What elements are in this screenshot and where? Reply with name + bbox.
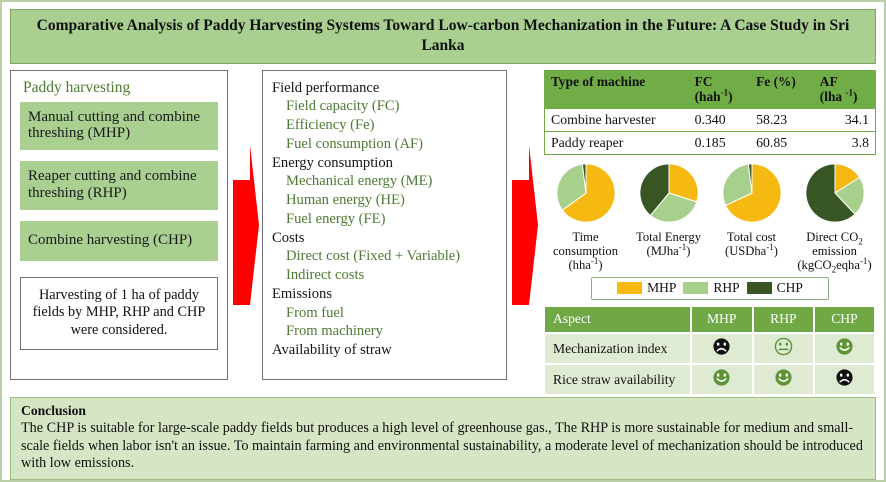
- legend-swatch-mhp: [617, 282, 643, 294]
- cell-rating-mhp: [690, 332, 754, 364]
- pie-caption: Total cost (USDha-1): [725, 230, 778, 259]
- table-row: Rice straw availability: [544, 363, 877, 395]
- group-item-fuel-energy: Fuel energy (FE): [286, 210, 386, 227]
- happy-face-green-icon: [774, 368, 793, 391]
- group-item-from-machinery: From machinery: [286, 323, 383, 340]
- pie-caption: Time consumption (hha-1): [552, 230, 619, 273]
- left-panel: Paddy harvesting Manual cutting and comb…: [10, 69, 228, 380]
- scope-note: Harvesting of 1 ha of paddy fields by MH…: [20, 276, 218, 350]
- group-title-energy-consumption: Energy consumption: [272, 154, 393, 171]
- option-rhp: Reaper cutting and combine threshing (RH…: [20, 161, 218, 210]
- aspect-table-header-row: Aspect MHP RHP CHP: [544, 306, 877, 333]
- cell-rating-chp: [813, 332, 877, 364]
- cell-fe: 58.23: [750, 108, 814, 132]
- cell-af: 3.8: [813, 131, 876, 155]
- cell-machine-name: Combine harvester: [544, 108, 689, 132]
- pie-chart-group: Time consumption (hha-1) Total Energy (M…: [546, 162, 874, 275]
- group-item-direct-cost: Direct cost (Fixed + Variable): [286, 248, 461, 265]
- legend-swatch-rhp: [683, 282, 709, 294]
- middle-panel: Field performance Field capacity (FC) Ef…: [262, 69, 507, 380]
- group-title-field-performance: Field performance: [272, 79, 380, 96]
- pie-direct-co2-emission: Direct CO2 emission (kgCO2eqha-1): [795, 162, 874, 275]
- body-row: Paddy harvesting Manual cutting and comb…: [7, 69, 879, 395]
- conclusion-heading: Conclusion: [21, 402, 86, 418]
- legend-label-chp: CHP: [776, 280, 803, 295]
- machine-table-header-row: Type of machine FC(hah-1) Fe (%) AF(lha …: [544, 70, 876, 109]
- table-row: Combine harvester 0.340 58.23 34.1: [544, 108, 876, 132]
- legend-item-rhp: RHP: [683, 280, 740, 296]
- col-fe: Fe (%): [750, 70, 814, 109]
- conclusion-text: The CHP is suitable for large-scale padd…: [21, 419, 863, 472]
- pie-chart-icon: [721, 163, 782, 224]
- group-item-indirect-costs: Indirect costs: [286, 267, 365, 284]
- col-type-of-machine: Type of machine: [544, 70, 689, 109]
- sad-face-black-icon: [712, 337, 731, 360]
- col-fc: FC(hah-1): [688, 70, 751, 109]
- legend-item-chp: CHP: [746, 280, 803, 296]
- option-mhp: Manual cutting and combine threshing (MH…: [20, 101, 218, 151]
- pie-caption: Direct CO2 emission (kgCO2eqha-1): [797, 230, 872, 275]
- cell-rating-chp: [813, 363, 877, 395]
- cell-rating-rhp: [752, 363, 815, 395]
- aspect-table: Aspect MHP RHP CHP Mechanization index: [544, 306, 877, 395]
- legend-label-rhp: RHP: [713, 280, 740, 295]
- cell-fc: 0.340: [688, 108, 751, 132]
- col-rhp: RHP: [752, 306, 815, 333]
- group-title-costs: Costs: [272, 229, 305, 246]
- group-item-efficiency: Efficiency (Fe): [286, 117, 375, 134]
- group-item-field-capacity: Field capacity (FC): [286, 98, 400, 115]
- right-arrow-icon: [512, 144, 538, 305]
- group-item-human-energy: Human energy (HE): [286, 192, 405, 209]
- group-item-mechanical-energy: Mechanical energy (ME): [286, 173, 433, 190]
- col-mhp: MHP: [690, 306, 754, 333]
- pie-legend: MHP RHP CHP: [591, 277, 829, 300]
- group-title-availability-of-straw: Availability of straw: [272, 342, 392, 359]
- cell-fe: 60.85: [750, 131, 814, 155]
- group-item-from-fuel: From fuel: [286, 304, 344, 321]
- sad-face-black-icon: [835, 368, 854, 391]
- col-chp: CHP: [813, 306, 877, 333]
- pie-chart-icon: [555, 163, 616, 224]
- right-panel: Type of machine FC(hah-1) Fe (%) AF(lha …: [541, 69, 877, 395]
- cell-aspect-name: Rice straw availability: [544, 363, 692, 395]
- pie-time-consumption: Time consumption (hha-1): [546, 162, 625, 273]
- group-item-fuel-consumption: Fuel consumption (AF): [286, 135, 424, 152]
- neutral-face-green-outline-icon: [774, 337, 793, 360]
- legend-swatch-chp: [746, 282, 772, 294]
- pie-caption: Total Energy (MJha-1): [636, 230, 701, 259]
- option-chp: Combine harvesting (CHP): [20, 220, 218, 261]
- col-af: AF(lha -1): [813, 70, 876, 109]
- cell-rating-rhp: [752, 332, 815, 364]
- cell-rating-mhp: [690, 363, 754, 395]
- col-aspect: Aspect: [544, 306, 692, 333]
- legend-label-mhp: MHP: [647, 280, 677, 295]
- happy-face-green-icon: [712, 368, 731, 391]
- pie-total-energy: Total Energy (MJha-1): [629, 162, 708, 273]
- cell-aspect-name: Mechanization index: [544, 332, 692, 364]
- legend-item-mhp: MHP: [617, 280, 676, 296]
- right-arrow-icon: [233, 144, 259, 305]
- pie-chart-icon: [804, 163, 865, 224]
- arrow-middle-to-right: [507, 70, 541, 380]
- table-row: Mechanization index: [544, 332, 877, 364]
- pie-chart-icon: [638, 163, 699, 224]
- page-title: Comparative Analysis of Paddy Harvesting…: [10, 9, 876, 64]
- machine-table: Type of machine FC(hah-1) Fe (%) AF(lha …: [544, 69, 876, 156]
- happy-face-green-icon: [835, 337, 854, 360]
- group-title-emissions: Emissions: [272, 285, 333, 302]
- cell-fc: 0.185: [688, 131, 751, 155]
- table-row: Paddy reaper 0.185 60.85 3.8: [544, 131, 876, 155]
- cell-af: 34.1: [813, 108, 876, 132]
- arrow-left-to-middle: [228, 70, 262, 380]
- conclusion-box: Conclusion The CHP is suitable for large…: [10, 396, 876, 481]
- paddy-harvesting-heading: Paddy harvesting: [23, 78, 131, 96]
- pie-total-cost: Total cost (USDha-1): [712, 162, 791, 273]
- cell-machine-name: Paddy reaper: [544, 131, 689, 155]
